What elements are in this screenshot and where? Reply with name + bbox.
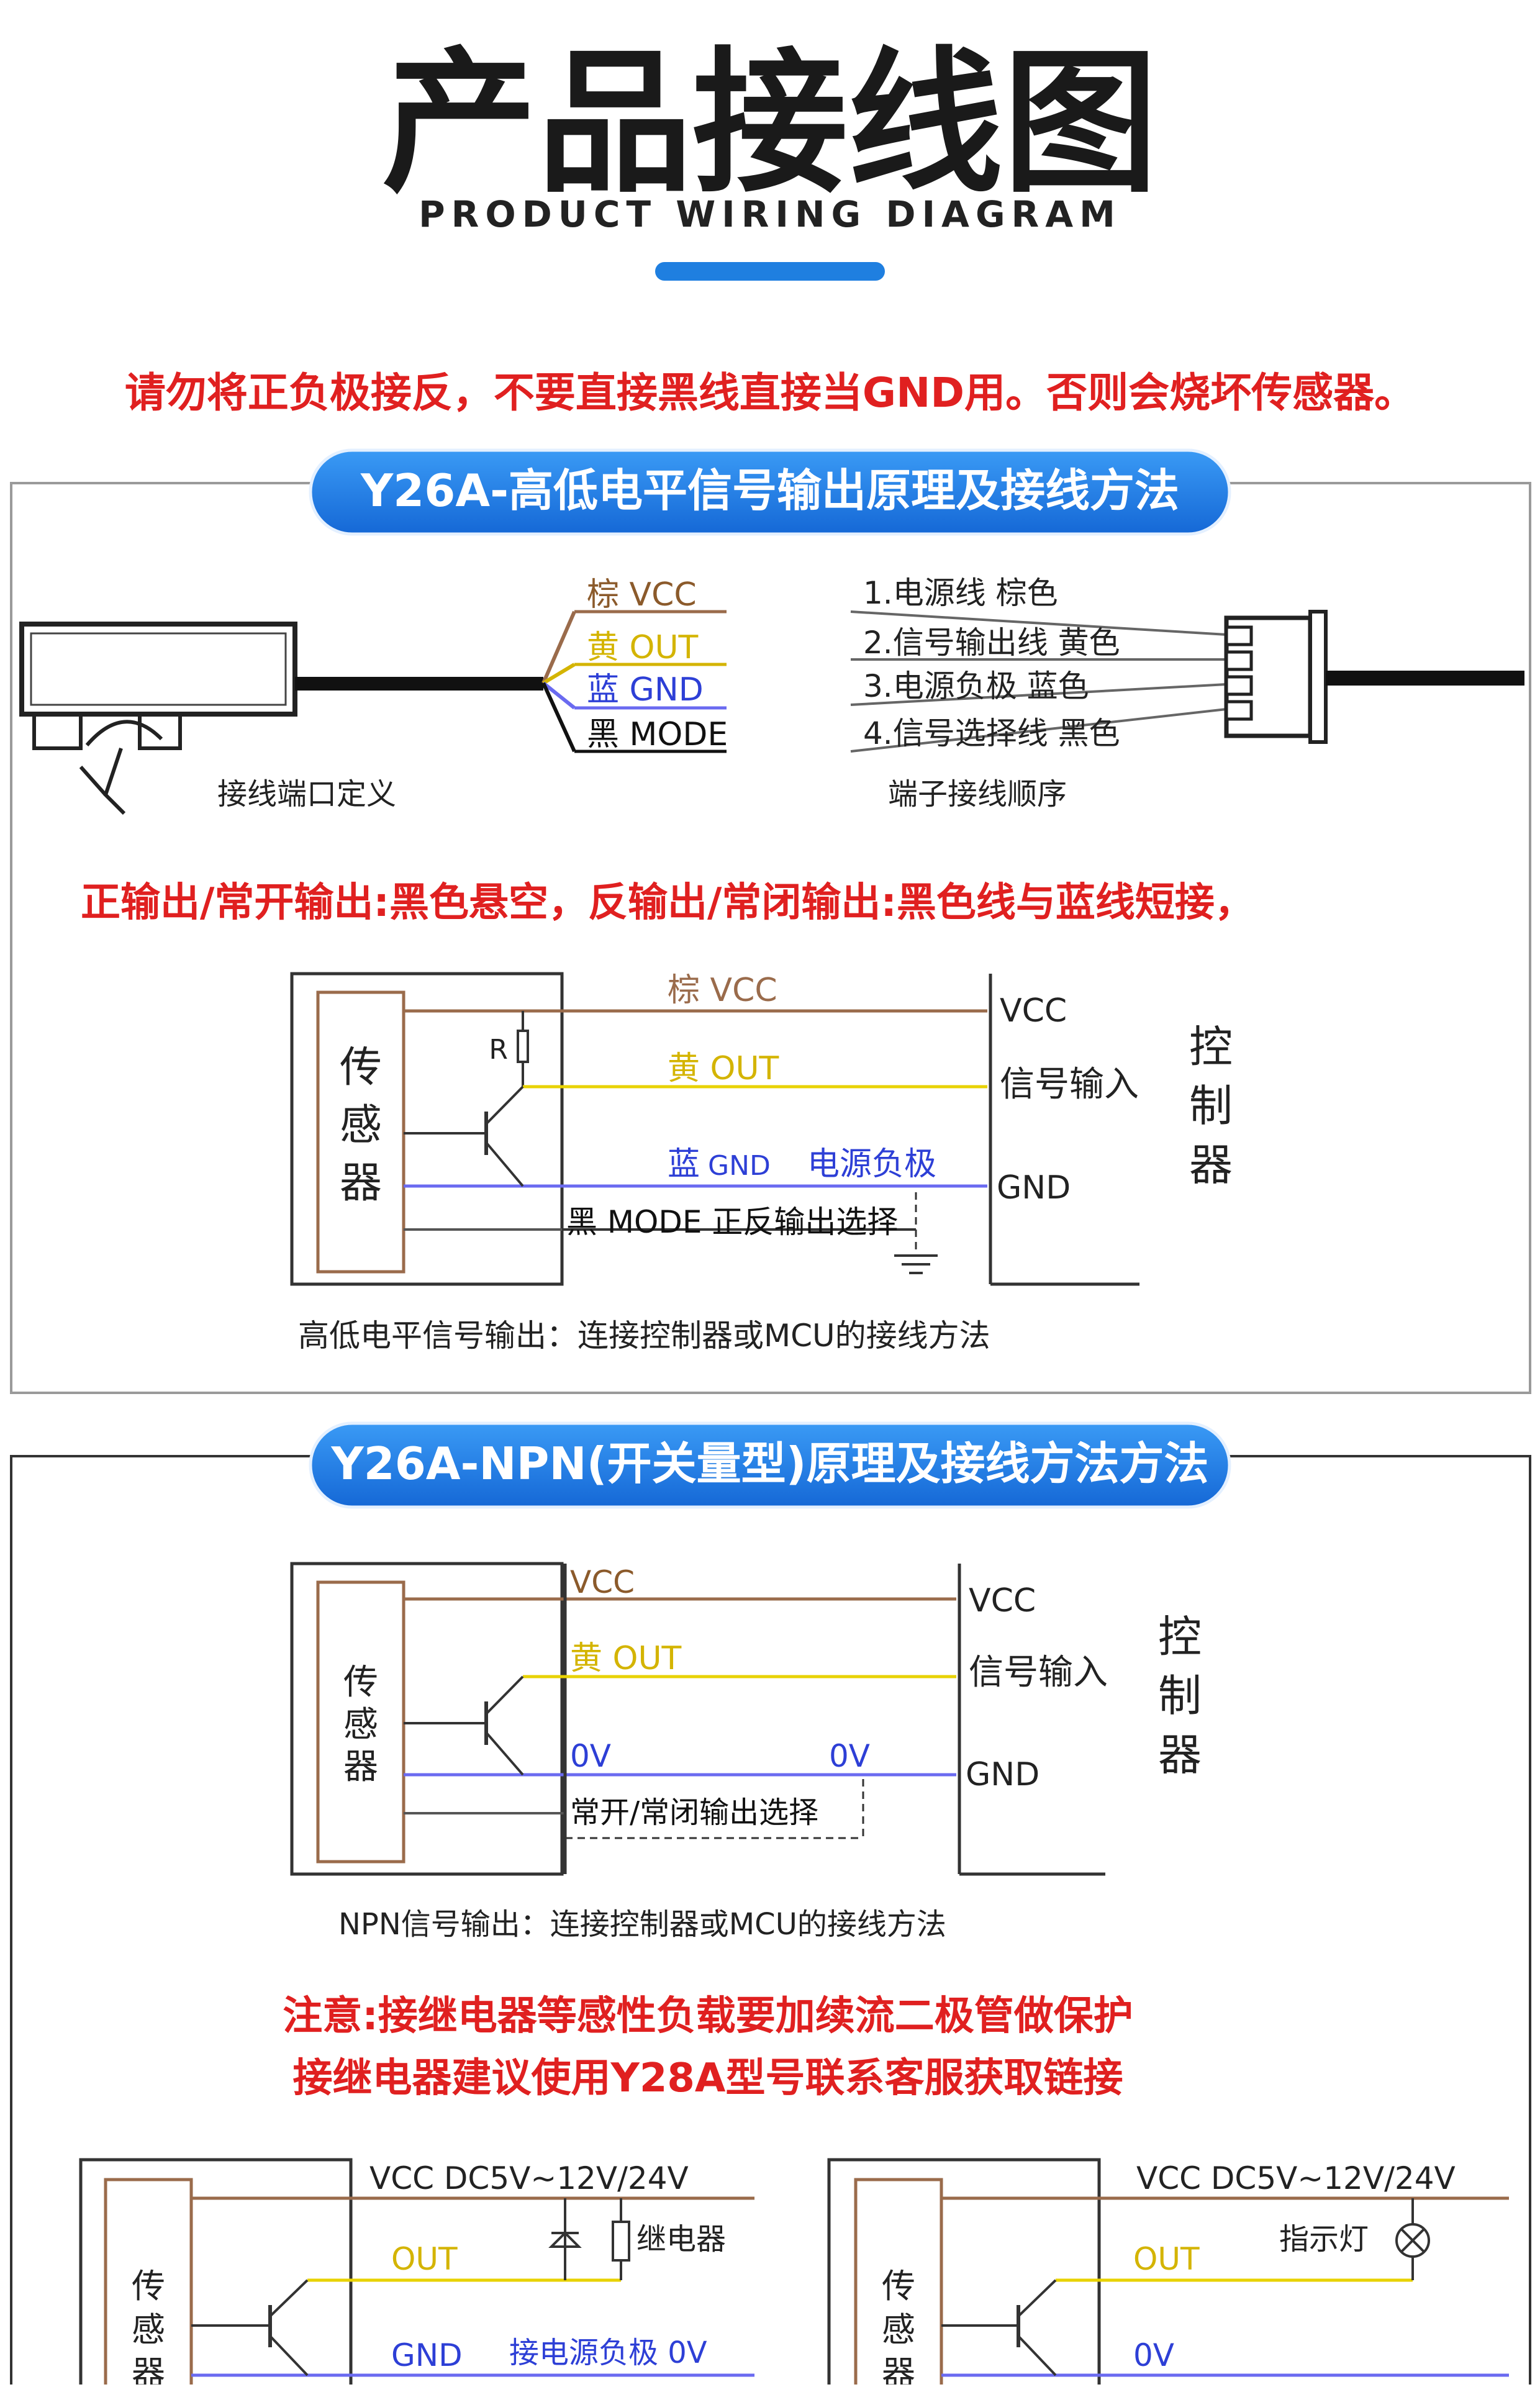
circuit1-gnd-label: 电源负极 — [807, 1146, 936, 1183]
relay-gnd-description: 接电源负极 0V — [509, 2335, 707, 2370]
circuit1-sensor-char-1: 传 — [340, 1043, 382, 1092]
terminal-line-3: 3.电源负极 蓝色 — [863, 668, 1089, 704]
circuit1-ctrl-vcc: VCC — [1000, 992, 1067, 1030]
terminal-line-1: 1.电源线 棕色 — [863, 575, 1058, 611]
circuit1-caption: 高低电平信号输出：连接控制器或MCU的接线方法 — [298, 1318, 990, 1354]
circuit2-mode-label: 常开/常闭输出选择 — [570, 1795, 818, 1830]
relay-device-label: 继电器 — [636, 2222, 726, 2257]
lamp-device-label: 指示灯 — [1279, 2222, 1369, 2257]
circuit1-drawing — [290, 972, 1139, 1286]
title-underline — [655, 262, 885, 281]
terminal-order-caption: 端子接线顺序 — [888, 777, 1067, 812]
lamp-circuit-drawing — [827, 2158, 1509, 2387]
circuit2-vcc-wire-label: VCC — [570, 1564, 635, 1600]
circuit2-sensor-char-2: 感 — [343, 1705, 378, 1745]
relay-out-label: OUT — [391, 2241, 458, 2277]
relay-gnd-label: GND — [391, 2337, 463, 2373]
circuit2-zero-v-label-a: 0V — [570, 1738, 611, 1774]
circuit2-controller-char-3: 器 — [1158, 1729, 1202, 1780]
wire-label-out: 黄 OUT — [587, 629, 699, 666]
lamp-sensor-char-2: 感 — [882, 2310, 915, 2349]
lamp-out-label: OUT — [1133, 2241, 1200, 2277]
circuit1-mode-label: 黑 MODE 正反输出选择 — [566, 1204, 898, 1240]
circuit1-resistor-label: R — [489, 1034, 508, 1066]
relay-sensor-char-1: 传 — [132, 2267, 165, 2306]
circuit1-ctrl-gnd: GND — [997, 1169, 1071, 1207]
sensor-module-drawing — [19, 610, 727, 815]
port-definition-caption: 接线端口定义 — [217, 777, 396, 812]
wire-label-mode: 黑 MODE — [587, 716, 728, 753]
wire-label-gnd: 蓝 GND — [587, 671, 704, 709]
circuit2-out-wire-label: 黄 OUT — [570, 1640, 682, 1677]
relay-sensor-char-2: 感 — [132, 2310, 165, 2349]
terminal-line-2: 2.信号输出线 黄色 — [863, 625, 1120, 661]
circuit2-sensor-char-1: 传 — [343, 1662, 378, 1703]
section1-output-note: 正输出/常开输出:黑色悬空，反输出/常闭输出:黑色线与蓝线短接， — [81, 880, 1254, 926]
section2-title: Y26A-NPN(开关量型)原理及接线方法方法 — [330, 1438, 1208, 1490]
terminal-connector-drawing — [850, 610, 1524, 753]
relay-circuit-drawing — [79, 2158, 754, 2387]
warning-text: 请勿将正负极接反，不要直接黑线直接当GND用。否则会烧坏传感器。 — [125, 369, 1415, 417]
lamp-sensor-char-1: 传 — [882, 2267, 915, 2306]
lamp-sensor-char-3: 器 — [882, 2353, 915, 2385]
circuit1-sensor-char-2: 感 — [340, 1101, 382, 1150]
circuit2-ctrl-input: 信号输入 — [969, 1652, 1108, 1693]
circuit1-controller-char-2: 制 — [1189, 1080, 1233, 1131]
circuit2-zero-v-label-b: 0V — [829, 1738, 870, 1774]
section2-note-line-1: 注意:接继电器等感性负载要加续流二极管做保护 — [283, 1993, 1133, 2039]
circuit1-controller-char-3: 器 — [1189, 1139, 1233, 1190]
circuit2-controller-char-1: 控 — [1158, 1611, 1202, 1662]
page-subtitle: PRODUCT WIRING DIAGRAM — [419, 193, 1121, 235]
section1-title-pill — [309, 448, 1231, 536]
wire-label-vcc: 棕 VCC — [587, 576, 697, 614]
circuit2-sensor-char-3: 器 — [343, 1747, 378, 1787]
terminal-line-4: 4.信号选择线 黑色 — [863, 715, 1120, 751]
circuit1-ctrl-input: 信号输入 — [1000, 1064, 1139, 1105]
circuit2-ctrl-vcc: VCC — [969, 1582, 1036, 1619]
circuit1-out-wire-label: 黄 OUT — [668, 1050, 779, 1087]
circuit1-controller-char-1: 控 — [1189, 1021, 1233, 1072]
circuit2-ctrl-gnd: GND — [966, 1756, 1040, 1793]
lamp-gnd-label: 0V — [1133, 2337, 1174, 2373]
relay-sensor-char-3: 器 — [132, 2353, 165, 2385]
circuit1-gnd-wire-label: 蓝 — [668, 1146, 700, 1183]
section2-title-pill — [309, 1421, 1231, 1509]
page-title: 产品接线图 — [382, 33, 1158, 214]
circuit2-controller-char-2: 制 — [1158, 1670, 1202, 1721]
circuit1-gnd-wire-word: GND — [708, 1150, 771, 1182]
section1-title: Y26A-高低电平信号输出原理及接线方法 — [360, 464, 1179, 517]
circuit1-vcc-wire-label: 棕 VCC — [668, 972, 777, 1009]
lamp-vcc-label: VCC DC5V~12V/24V — [1136, 2160, 1456, 2196]
section2-note-line-2: 接继电器建议使用Y28A型号联系客服获取链接 — [293, 2055, 1123, 2101]
relay-vcc-label: VCC DC5V~12V/24V — [369, 2160, 689, 2196]
circuit2-caption: NPN信号输出：连接控制器或MCU的接线方法 — [338, 1907, 946, 1942]
circuit2-drawing — [290, 1562, 1105, 1876]
circuit1-sensor-char-3: 器 — [340, 1159, 382, 1208]
